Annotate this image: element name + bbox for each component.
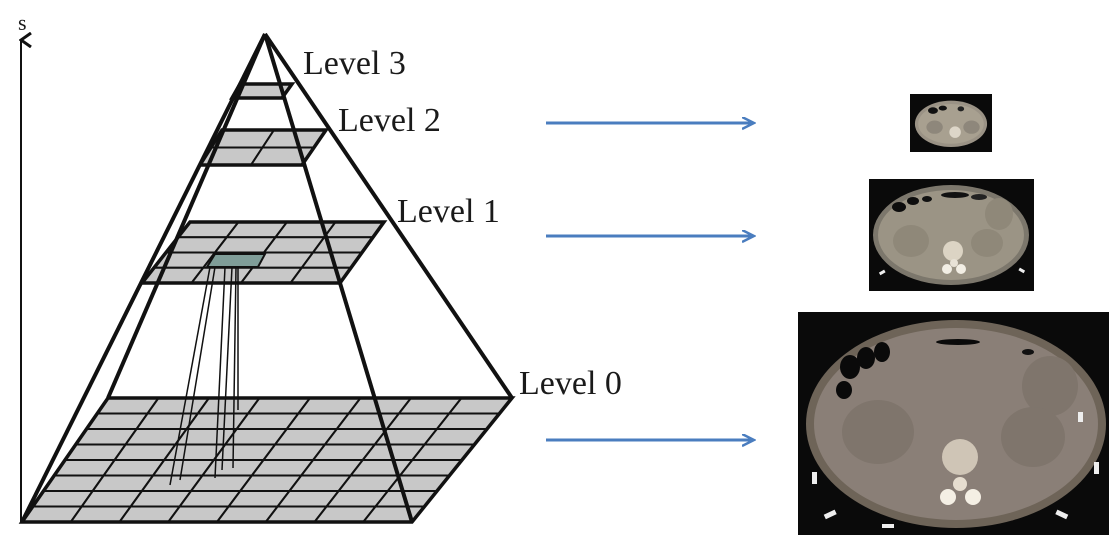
s-axis-label: s: [18, 10, 27, 35]
ct-slice-level-1: [869, 179, 1034, 291]
level-2-label: Level 2: [338, 102, 441, 139]
level-1-label: Level 1: [397, 193, 500, 230]
level-0-label: Level 0: [519, 365, 622, 402]
ct-scan-large-icon: [798, 312, 1109, 535]
ct-slice-level-2: [910, 94, 992, 152]
ct-scan-medium-icon: [869, 179, 1034, 291]
ct-scan-small-icon: [910, 94, 992, 152]
ct-slice-level-0: [798, 312, 1109, 535]
level-0-grid: [18, 396, 516, 524]
level-3-label: Level 3: [303, 45, 406, 82]
highlight-cell: [205, 253, 267, 268]
receptive-field-lines: [169, 266, 239, 486]
level-2-grid: [196, 128, 330, 167]
pyramid-edges: [20, 32, 514, 523]
